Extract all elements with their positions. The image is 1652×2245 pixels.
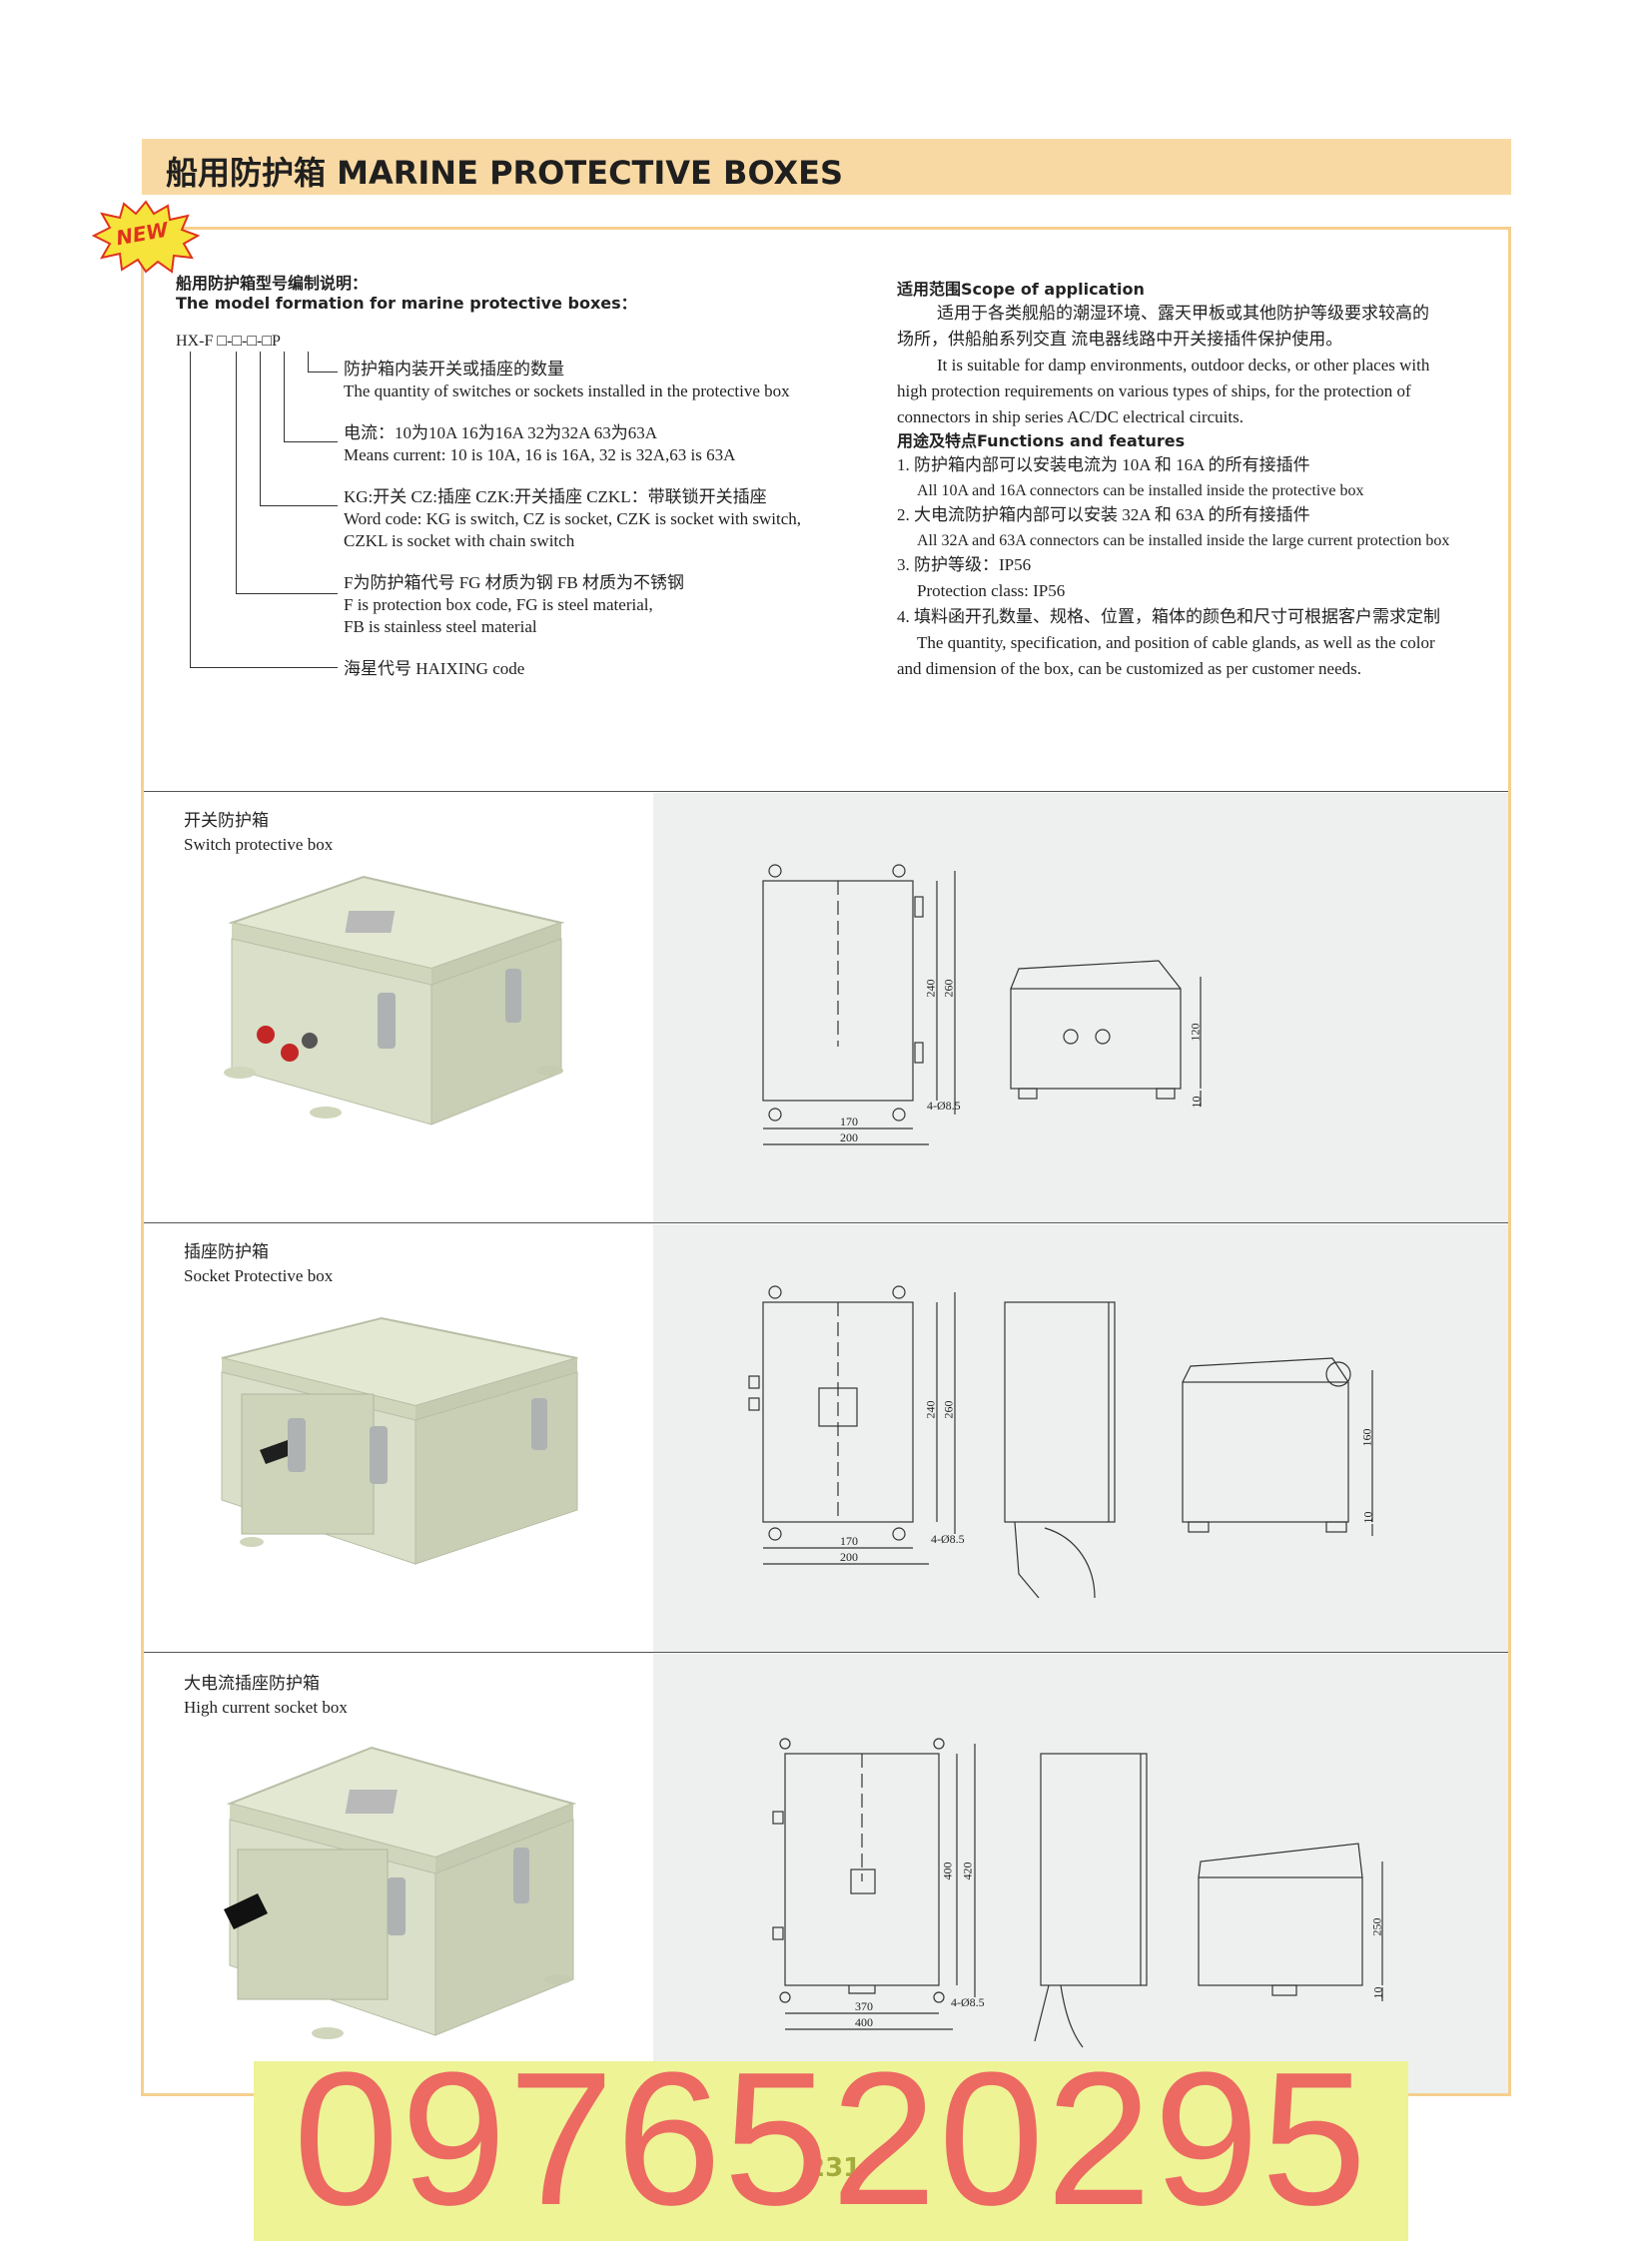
model-heading-cn: 船用防护箱型号编制说明：	[176, 274, 369, 293]
product-1-photo	[218, 873, 577, 1157]
product-2-name-en: Socket Protective box	[184, 1266, 334, 1285]
function-item-4-cn: 4. 填料函开孔数量、规格、位置，箱体的颜色和尺寸可根据客户需求定制	[897, 607, 1440, 626]
scope-cn-line2: 场所，供船舶系列交直 流电器线路中开关接插件保护使用。	[897, 330, 1343, 349]
product-3-name-cn: 大电流插座防护箱	[184, 1674, 320, 1693]
watermark-background	[254, 2061, 1408, 2241]
section-divider	[144, 1652, 1508, 1653]
model-item-4-cn: F为防护箱代号 FG 材质为钢 FB 材质为不锈钢	[344, 573, 684, 592]
drawing-panel-2	[653, 1224, 1508, 1652]
dim-side-height: 250	[1369, 1917, 1384, 1936]
function-item-1-cn: 1. 防护箱内部可以安装电流为 10A 和 16A 的所有接插件	[897, 455, 1310, 474]
product-2-photo	[212, 1314, 591, 1579]
function-item-2-cn: 2. 大电流防护箱内部可以安装 32A 和 63A 的所有接插件	[897, 505, 1310, 524]
dim-hole: 4-Ø8.5	[927, 1099, 961, 1113]
drawing-panel-1	[653, 793, 1508, 1222]
section-divider	[144, 1222, 1508, 1223]
model-item-4-en: F is protection box code, FG is steel ma…	[344, 595, 653, 614]
section-divider	[144, 791, 1508, 792]
starburst-icon	[91, 200, 201, 274]
dim-height-outer: 260	[941, 1400, 956, 1419]
page-title: 船用防护箱 MARINE PROTECTIVE BOXES	[166, 154, 844, 192]
model-item-5-cn: 海星代号 HAIXING code	[344, 659, 525, 678]
page-number: 231	[807, 2153, 862, 2183]
function-item-3-en: Protection class: IP56	[917, 581, 1066, 600]
dim-height-inner: 400	[940, 1862, 955, 1880]
dim-side-height: 160	[1359, 1428, 1374, 1447]
dim-width-outer: 200	[840, 1550, 858, 1564]
product-1-name-en: Switch protective box	[184, 835, 334, 854]
dim-foot: 10	[1360, 1511, 1375, 1524]
model-item-3-cn: KG:开关 CZ:插座 CZK:开关插座 CZKL：带联锁开关插座	[344, 487, 767, 506]
function-item-3-cn: 3. 防护等级：IP56	[897, 555, 1032, 574]
dim-width-inner: 170	[840, 1115, 858, 1128]
dim-side-height: 120	[1188, 1023, 1203, 1042]
product-3-drawing: 370 400 400 420 4-Ø8.5 250 10	[739, 1722, 1438, 2066]
dim-foot: 10	[1189, 1096, 1204, 1109]
product-1-drawing: 170 200 240 260 4-Ø8.5 120 10	[739, 857, 1239, 1161]
dim-foot: 10	[1370, 1986, 1385, 1999]
dim-hole: 4-Ø8.5	[951, 1995, 985, 2009]
model-item-2-en: Means current: 10 is 10A, 16 is 16A, 32 …	[344, 445, 736, 464]
function-item-4-en: The quantity, specification, and positio…	[917, 633, 1435, 652]
dim-width-outer: 200	[840, 1130, 858, 1144]
product-3-photo	[218, 1744, 587, 2058]
scope-en-line1: It is suitable for damp environments, ou…	[937, 356, 1430, 374]
functions-heading: 用途及特点Functions and features	[897, 431, 1186, 450]
new-badge: NEW	[91, 200, 201, 274]
dim-hole: 4-Ø8.5	[931, 1532, 965, 1546]
function-item-1-en: All 10A and 16A connectors can be instal…	[917, 482, 1364, 499]
function-item-2-en: All 32A and 63A connectors can be instal…	[917, 532, 1450, 549]
model-item-4-en2: FB is stainless steel material	[344, 617, 537, 636]
product-3-name-en: High current socket box	[184, 1698, 348, 1717]
model-item-1-en: The quantity of switches or sockets inst…	[344, 381, 790, 400]
function-item-4-en2: and dimension of the box, can be customi…	[897, 659, 1362, 678]
model-item-3-en: Word code: KG is switch, CZ is socket, C…	[344, 509, 802, 528]
product-1-name-cn: 开关防护箱	[184, 811, 269, 830]
dim-height-outer: 420	[960, 1862, 975, 1880]
dim-height-outer: 260	[941, 979, 956, 998]
product-2-name-cn: 插座防护箱	[184, 1242, 269, 1261]
model-heading-en: The model formation for marine protectiv…	[176, 294, 637, 313]
product-2-drawing: 170 200 240 260 4-Ø8.5 160 10	[739, 1278, 1438, 1623]
drawing-panel-3	[653, 1654, 1508, 2093]
model-item-2-cn: 电流：10为10A 16为16A 32为32A 63为63A	[344, 423, 658, 442]
model-item-1-cn: 防护箱内装开关或插座的数量	[344, 360, 564, 378]
scope-heading: 适用范围Scope of application	[897, 280, 1145, 299]
scope-en-line3: connectors in ship series AC/DC electric…	[897, 407, 1243, 426]
dim-height-inner: 240	[923, 1400, 938, 1419]
dim-height-inner: 240	[923, 979, 938, 998]
dim-width-outer: 400	[855, 2015, 873, 2029]
dim-width-inner: 370	[855, 1999, 873, 2013]
model-code: HX-F □-□-□-□P	[176, 333, 281, 350]
header-bar	[142, 139, 1511, 195]
scope-cn-line1: 适用于各类舰船的潮湿环境、露天甲板或其他防护等级要求较高的	[937, 304, 1429, 323]
watermark-phone: 0976520295	[293, 2033, 1369, 2245]
scope-en-line2: high protection requirements on various …	[897, 381, 1411, 400]
dim-width-inner: 170	[840, 1534, 858, 1548]
model-item-3-en2: CZKL is socket with chain switch	[344, 531, 575, 550]
